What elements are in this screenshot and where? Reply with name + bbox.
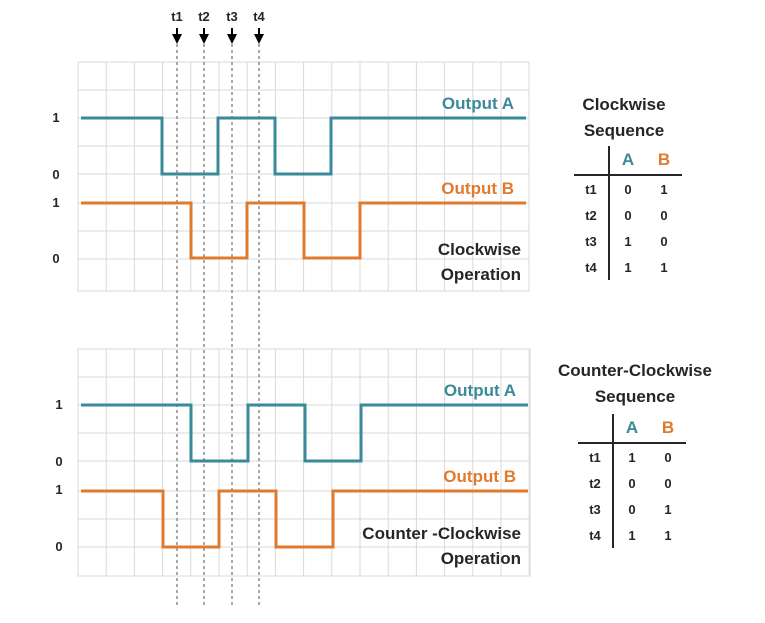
arrowhead-icon: [254, 34, 264, 44]
table-cell-a: 0: [624, 181, 632, 197]
clockwise-caption-line2: Operation: [441, 265, 521, 284]
table-cell-a: 1: [624, 259, 632, 275]
time-marker-label: t2: [198, 9, 210, 24]
table-header-b: B: [650, 414, 686, 444]
table-cell-a: 1: [628, 449, 636, 465]
clockwise-output-b-label: Output B: [441, 179, 514, 198]
table-cell-a: 1: [624, 233, 632, 249]
time-marker-t4: t4: [253, 9, 266, 608]
time-marker-label: t1: [171, 9, 183, 24]
table-cell-b: 0: [664, 475, 672, 491]
counter-clockwise-sequence-table: A B t1 1 0 t2 0 0 t3 0 1 t4 1 1: [578, 414, 686, 548]
clockwise-output-b-waveform: [81, 201, 526, 260]
counter-clockwise-output-b-waveform: [81, 489, 528, 549]
counter-clockwise-sequence-title-line1: Counter-Clockwise: [558, 361, 712, 380]
time-marker-label: t4: [253, 9, 265, 24]
table-cell-b: 0: [664, 449, 672, 465]
counter-clockwise-caption-line2: Operation: [441, 549, 521, 568]
table-header-blank: [574, 146, 610, 176]
table-row: t3 1 0: [574, 228, 682, 254]
level-label-b-low: 0: [55, 539, 62, 554]
counter-clockwise-output-b-label: Output B: [443, 467, 516, 486]
table-cell-b: 0: [660, 233, 668, 249]
counter-clockwise-sequence-title: Counter-Clockwise Sequence: [540, 358, 730, 410]
table-row: t2 0 0: [578, 470, 686, 496]
table-row: t1 1 0: [578, 443, 686, 470]
table-row: t4 1 1: [574, 254, 682, 280]
table-cell-a: 0: [624, 207, 632, 223]
table-header-blank: [578, 414, 614, 444]
table-cell-a: 0: [628, 501, 636, 517]
table-header-a: A: [613, 414, 650, 444]
clockwise-sequence-title-line2: Sequence: [583, 121, 665, 140]
arrowhead-icon: [172, 34, 182, 44]
table-row: t1 0 1: [574, 175, 682, 202]
level-label-a-low: 0: [55, 454, 62, 469]
arrowhead-icon: [199, 34, 209, 44]
clockwise-sequence-title: Clockwise Sequence: [564, 92, 684, 144]
table-row: t3 0 1: [578, 496, 686, 522]
counter-clockwise-output-a-waveform: [81, 403, 528, 463]
table-header-row: A B: [578, 414, 686, 444]
table-row: t4 1 1: [578, 522, 686, 548]
time-marker-t1: t1: [171, 9, 183, 608]
clockwise-caption-line1: Clockwise: [438, 240, 521, 259]
table-cell-a: 0: [628, 475, 636, 491]
table-row-label: t1: [574, 175, 610, 202]
counter-clockwise-caption-line1: Counter -Clockwise: [362, 524, 521, 543]
level-label-b-low: 0: [52, 251, 59, 266]
table-cell-b: 0: [660, 207, 668, 223]
time-marker-t3: t3: [226, 9, 238, 608]
clockwise-sequence-table: A B t1 0 1 t2 0 0 t3 1 0 t4 1 1: [574, 146, 682, 280]
counter-clockwise-output-a-label: Output A: [444, 381, 516, 400]
arrowhead-icon: [227, 34, 237, 44]
table-row-label: t3: [574, 228, 610, 254]
level-label-a-high: 1: [52, 110, 59, 125]
time-marker-label: t3: [226, 9, 238, 24]
table-row: t2 0 0: [574, 202, 682, 228]
table-row-label: t2: [578, 470, 614, 496]
level-label-b-high: 1: [55, 482, 62, 497]
table-header-b: B: [646, 146, 682, 176]
clockwise-output-a-waveform: [81, 116, 526, 176]
table-cell-b: 1: [664, 501, 672, 517]
table-row-label: t2: [574, 202, 610, 228]
level-label-a-low: 0: [52, 167, 59, 182]
table-header-a: A: [609, 146, 646, 176]
table-row-label: t4: [578, 522, 614, 548]
table-cell-b: 1: [664, 527, 672, 543]
table-header-row: A B: [574, 146, 682, 176]
table-row-label: t4: [574, 254, 610, 280]
clockwise-sequence-title-line1: Clockwise: [582, 95, 666, 114]
table-cell-b: 1: [660, 259, 668, 275]
level-label-b-high: 1: [52, 195, 59, 210]
clockwise-output-a-label: Output A: [442, 94, 514, 113]
time-marker-t2: t2: [198, 9, 210, 608]
table-cell-b: 1: [660, 181, 668, 197]
table-cell-a: 1: [628, 527, 636, 543]
counter-clockwise-sequence-title-line2: Sequence: [594, 387, 676, 406]
table-row-label: t3: [578, 496, 614, 522]
level-label-a-high: 1: [55, 397, 62, 412]
table-row-label: t1: [578, 443, 614, 470]
